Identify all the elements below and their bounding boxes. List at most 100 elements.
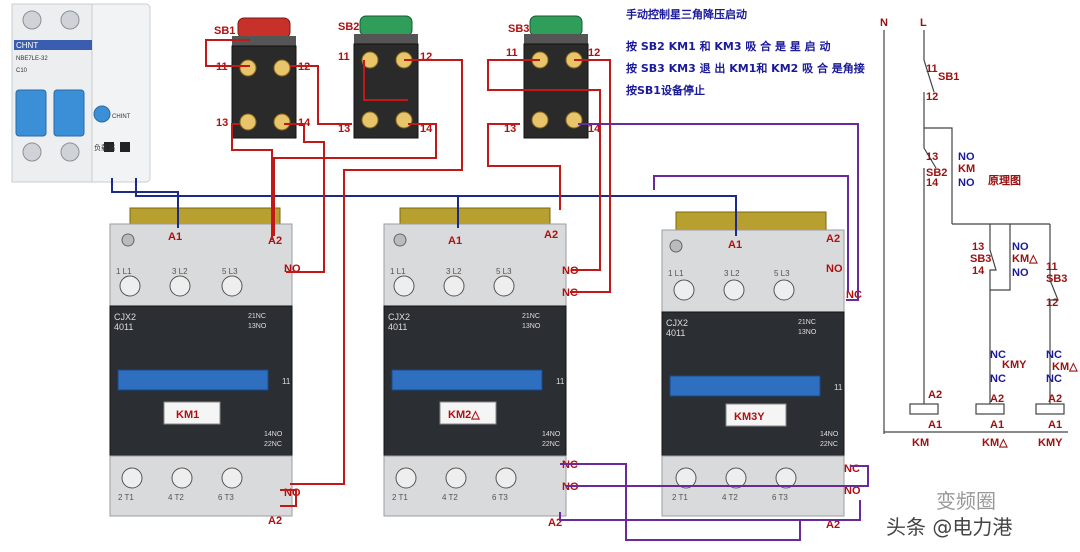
wires [111,39,869,541]
km2-aux-bottom-2: 22NC [542,441,560,448]
sch-a2-1: A2 [928,389,942,401]
schematic [883,30,1068,434]
sch-nc-4: NC [1046,373,1062,385]
km3-bottom-no: NO [844,485,861,497]
sch-sb3-11: 11 [1046,261,1058,273]
km2-pole-bottom-4: 4 T2 [442,493,458,502]
breaker-side-brand: CHINT [112,114,131,120]
km1-aux-top-2: 13NO [248,323,267,330]
km3-pole-top-3: 3 L2 [724,269,740,278]
km2-top-nc: NC [562,287,578,299]
schematic-labels: N L 11 SB1 12 13 SB2 14 NO KM NO 原理图 13 … [880,17,1078,449]
breaker-side-text: 负载端 [94,143,115,152]
km2-pole-top-5: 5 L3 [496,267,512,276]
sch-a1-2: A1 [990,419,1004,431]
km2-a2: A2 [544,229,558,241]
km1-side-no: 11 [282,377,291,386]
km1-pole-bottom-4: 4 T2 [168,493,184,502]
sch-no-4: NO [1012,267,1029,279]
km3-side-no: 11 [834,383,843,392]
km1-model-no: 4011 [114,322,133,332]
sch-sb1: SB1 [938,71,959,83]
sch-coil-km2: KM△ [982,437,1008,449]
km2-aux-top-1: 21NC [522,313,540,320]
instruction-notes: 手动控制星三角降压启动 按 SB2 KM1 和 KM3 吸 合 是 星 启 动 … [626,7,865,97]
km3-model-no: 4011 [666,328,685,338]
sch-nc-2: NC [990,373,1006,385]
sch-13: 13 [926,151,938,163]
km1-a2: A2 [268,235,282,247]
notes-line2: 按 SB3 KM3 退 出 KM1和 KM2 吸 合 是角接 [626,61,865,75]
km3-bottom-a2: A2 [826,519,840,531]
sch-sb2: SB2 [926,167,947,179]
km3-aux-top-2: 13NO [798,329,817,336]
km2-aux-bottom-1: 14NO [542,431,561,438]
km3-model: CJX2 [666,318,688,328]
sch-coil-km3: KMY [1038,437,1063,449]
sch-no-1: NO [958,151,975,163]
km3-bottom-nc: NC [844,463,860,475]
sb2-label: SB2 [338,21,359,33]
notes-title: 手动控制星三角降压启动 [626,7,747,21]
km2-pole-bottom-2: 2 T1 [392,493,408,502]
km1-bottom-a2: A2 [268,515,282,527]
sb1-t13: 13 [216,117,228,129]
km3-pole-bottom-4: 4 T2 [722,493,738,502]
km3-name: KM3Y [734,411,765,423]
sch-sb3-b: SB3 [1046,273,1067,285]
km2-pole-top-3: 3 L2 [446,267,462,276]
sch-km-delta-b: KM△ [1052,361,1078,373]
km1-top-no: NO [284,263,301,275]
sch-no-3: NO [1012,241,1029,253]
sch-label-diagram: 原理图 [988,174,1021,187]
sch-nc-1: NC [990,349,1006,361]
km2-model-no: 4011 [388,322,407,332]
breaker-model: NBE7LE-32 [16,56,48,62]
km2-a1: A1 [448,235,462,247]
push-button-sb2: SB2 11 12 13 14 [338,15,433,139]
km3-pole-top-5: 5 L3 [774,269,790,278]
sch-km: KM [958,163,975,175]
km1-pole-top-1: 1 L1 [116,267,132,276]
sch-km-y: KMY [1002,359,1027,371]
sb2-t11: 11 [338,51,350,63]
km2-top-no: NO [562,265,579,277]
km2-bottom-a2: A2 [548,517,562,529]
sb1-label: SB1 [214,25,235,37]
sch-a2-2: A2 [990,393,1004,405]
breaker-rating: C10 [16,68,28,74]
sch-14b: 14 [972,265,985,277]
km2-aux-top-2: 13NO [522,323,541,330]
sch-11: 11 [926,63,938,75]
km1-pole-bottom-2: 2 T1 [118,493,134,502]
sb3-t13: 13 [504,123,516,135]
sch-13b: 13 [972,241,984,253]
km2-side-no: 11 [556,377,565,386]
km3-a2: A2 [826,233,840,245]
km3-aux-bottom-1: 14NO [820,431,839,438]
sch-sb3-12: 12 [1046,297,1058,309]
circuit-breaker: CHNT NBE7LE-32 C10 CHINT 负载端 [11,3,151,183]
km1-pole-top-3: 3 L2 [172,267,188,276]
km3-aux-bottom-2: 22NC [820,441,838,448]
sch-nc-3: NC [1046,349,1062,361]
sb3-t14: 14 [588,123,601,135]
sch-a2-3: A2 [1048,393,1062,405]
sch-12: 12 [926,91,938,103]
km3-a1: A1 [728,239,742,251]
km1-name: KM1 [176,409,199,421]
sch-coil-km: KM [912,437,929,449]
notes-line1: 按 SB2 KM1 和 KM3 吸 合 是 星 启 动 [626,39,831,53]
push-button-sb3: SB3 11 12 13 14 [504,15,601,139]
sch-sb3: SB3 [970,253,991,265]
km1-aux-bottom-2: 22NC [264,441,282,448]
km3-top-no: NO [826,263,843,275]
push-button-sb1: SB1 11 12 13 14 [214,17,311,139]
sch-no-2: NO [958,177,975,189]
watermark-bottom: 头条 @电力港 [886,515,1012,539]
sb3-label: SB3 [508,23,529,35]
km2-pole-top-1: 1 L1 [390,267,406,276]
km2-name: KM2△ [448,409,480,421]
